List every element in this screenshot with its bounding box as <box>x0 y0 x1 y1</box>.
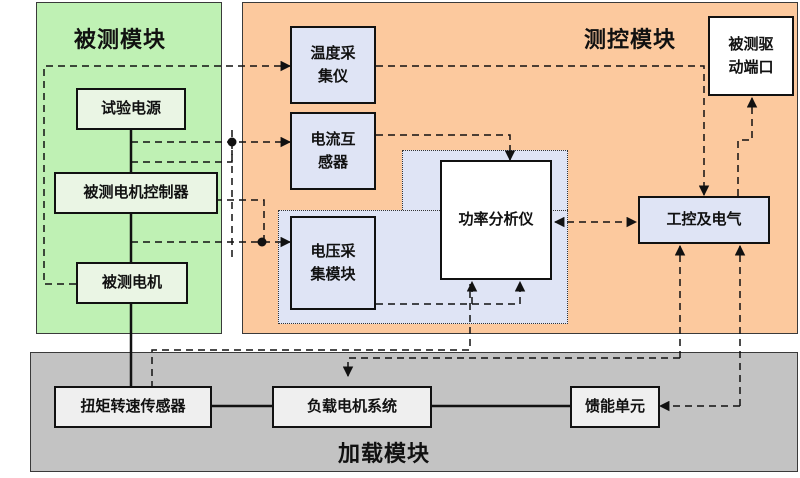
current-tap-line-2 <box>131 150 233 163</box>
ipc-electrical-block: 工控及电气 <box>638 196 770 244</box>
voltage-collection-module-block: 电压采集模块 <box>290 216 376 310</box>
motor-under-test-block: 被测电机 <box>76 262 188 304</box>
junction-dot-current <box>227 137 237 147</box>
power-analyzer-block: 功率分析仪 <box>440 160 552 280</box>
test-power-supply-block: 试验电源 <box>76 88 186 130</box>
temp-to-ipc-line <box>376 65 710 197</box>
torque-speed-sensor-block: 扭矩转速传感器 <box>54 386 212 428</box>
temp-signal-line <box>43 60 292 285</box>
control-module-title: 测控模块 <box>584 28 677 53</box>
motor-controller-block: 被测电机控制器 <box>54 172 218 214</box>
energy-feedback-unit-block: 馈能单元 <box>570 386 660 428</box>
ipc-to-drive-port-line <box>737 96 758 196</box>
load-module-title: 加载模块 <box>338 442 431 467</box>
drive-port-block: 被测驱动端口 <box>708 16 794 96</box>
vm-to-analyzer-line-2 <box>472 280 526 305</box>
torque-to-analyzer-line <box>151 284 471 388</box>
load-motor-system-block: 负载电机系统 <box>272 386 432 428</box>
vm-to-analyzer-line-1 <box>376 280 478 305</box>
junction-dot-voltage <box>257 237 267 247</box>
dut-module-title: 被测模块 <box>74 28 167 53</box>
ipc-to-load-line <box>342 357 680 378</box>
current-transformer-block: 电流互感器 <box>290 112 376 190</box>
temperature-collector-block: 温度采集仪 <box>290 26 376 104</box>
ct-to-analyzer-line <box>376 134 516 162</box>
controller-signal-line <box>131 199 265 242</box>
